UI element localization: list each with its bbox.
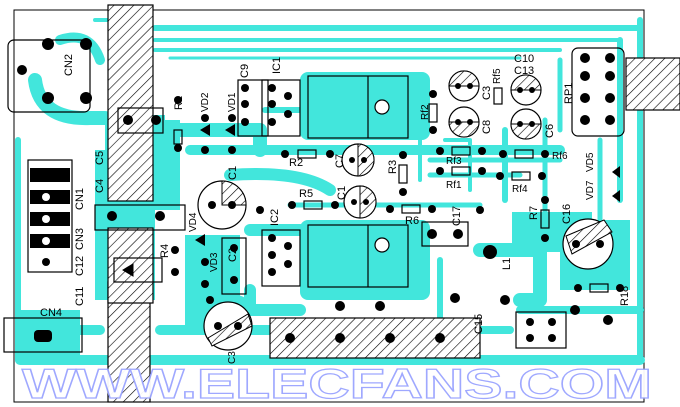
silkscreen-labels: CN2 C5 C4 CN1 CN3 C12 C11 R1 VD2 VD1 C9 … (40, 53, 631, 364)
label-vd7: VD7 (585, 180, 596, 200)
label-c10: C10 (514, 53, 534, 65)
c15-body (269, 317, 481, 359)
rp1-shaft (625, 57, 680, 111)
label-l1: L1 (501, 258, 513, 270)
label-vd4: VD4 (188, 212, 199, 232)
label-vd1: VD1 (227, 92, 238, 112)
label-r3: R3 (387, 160, 399, 174)
cn4-outline (3, 317, 83, 353)
label-r1: R1 (173, 96, 185, 110)
label-rf5: Rf5 (492, 68, 503, 84)
label-c15: C15 (473, 314, 485, 334)
label-rf2: Rf2 (420, 104, 431, 120)
label-rp1: RP1 (563, 83, 575, 104)
label-c7: C7 (334, 154, 346, 168)
label-c17: C17 (451, 206, 463, 226)
label-c5: C5 (94, 151, 106, 165)
label-vd5: VD5 (585, 152, 596, 172)
label-c1-top: C1 (227, 166, 239, 180)
component-bodies (107, 4, 481, 403)
label-c3-top: C3 (481, 86, 493, 100)
label-vd2: VD2 (200, 92, 211, 112)
component-outlines (3, 38, 680, 353)
label-c3-bottom: C3 (227, 351, 238, 364)
label-cn3: CN3 (74, 228, 86, 250)
label-c9: C9 (239, 64, 251, 78)
label-c6: C6 (544, 124, 556, 138)
label-r2: R2 (289, 157, 303, 169)
label-r18: R18 (619, 286, 631, 306)
label-r7: R7 (528, 206, 540, 220)
rp1-outline (571, 47, 625, 137)
label-rf6: Rf6 (552, 151, 568, 162)
watermark: WWW.ELECFANS.COM (22, 360, 652, 407)
label-rf1: Rf1 (446, 180, 462, 191)
label-r5: R5 (299, 188, 313, 200)
label-ic2: IC2 (269, 209, 281, 226)
label-rf4: Rf4 (512, 184, 528, 195)
label-ic1: IC1 (271, 57, 283, 74)
label-cn4: CN4 (40, 307, 62, 319)
label-rf3: Rf3 (446, 156, 462, 167)
label-c12: C12 (74, 256, 86, 276)
label-c1-mid: C1 (336, 186, 348, 200)
label-c11: C11 (74, 287, 86, 306)
cn1-cn3-outline (27, 159, 73, 273)
label-c13: C13 (514, 65, 534, 77)
ic1-outline (307, 75, 409, 139)
c4-outline (94, 204, 186, 231)
label-cn2: CN2 (63, 54, 75, 76)
ic2-outline (307, 224, 409, 288)
label-c16: C16 (561, 204, 573, 224)
label-r6: R6 (405, 215, 419, 227)
c5-body (107, 4, 154, 202)
label-r4: R4 (159, 244, 171, 258)
label-c4: C4 (94, 179, 106, 193)
label-cn1: CN1 (74, 188, 86, 210)
label-c2: C2 (227, 248, 239, 262)
label-vd3: VD3 (209, 252, 220, 272)
label-c8: C8 (481, 120, 493, 134)
